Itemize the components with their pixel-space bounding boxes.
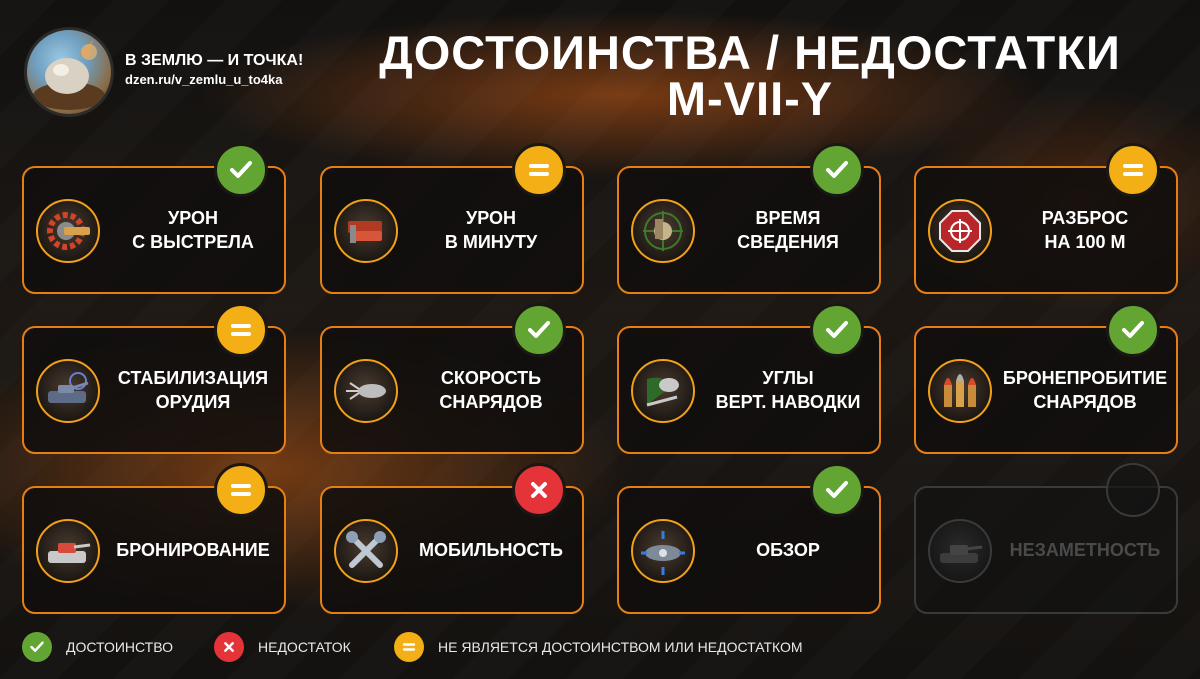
armor-icon [36,519,100,583]
check-icon [230,161,252,178]
cross-icon [214,632,244,662]
brand-url: dzen.ru/v_zemlu_u_to4ka [125,72,283,87]
check-icon [826,481,848,498]
card-label: ВРЕМЯ СВЕДЕНИЯ [737,208,839,252]
brand-name: В ЗЕМЛЮ — И ТОЧКА! [125,52,304,69]
legend-neutral: НЕ ЯВЛЯЕТСЯ ДОСТОИНСТВОМ ИЛИ НЕДОСТАТКОМ [394,632,803,662]
damage-per-minute-icon [334,199,398,263]
card-penetration: БРОНЕПРОБИТИЕ СНАРЯДОВ [914,326,1178,454]
penetration-icon [928,359,992,423]
card-label: УРОН В МИНУТУ [444,208,538,252]
equals-icon [1123,164,1143,176]
equals-icon [231,324,251,336]
card-label: ОБЗОР [756,540,820,560]
card-label: БРОНИРОВАНИЕ [116,540,270,560]
card-label: МОБИЛЬНОСТЬ [419,540,563,560]
cross-icon [531,482,547,498]
check-icon [826,321,848,338]
card-label: УГЛЫ ВЕРТ. НАВОДКИ [715,368,861,412]
status-badge-advantage [512,303,566,357]
card-shell-velocity: СКОРОСТЬ СНАРЯДОВ [320,326,584,454]
status-badge-neutral [1106,143,1160,197]
status-badge-advantage [810,463,864,517]
aiming-time-icon [631,199,695,263]
card-mobility: МОБИЛЬНОСТЬ [320,486,584,614]
card-label: СТАБИЛИЗАЦИЯ ОРУДИЯ [117,368,269,412]
equals-icon [231,484,251,496]
status-badge-neutral [214,463,268,517]
check-icon [528,321,550,338]
status-badge-neutral [512,143,566,197]
concealment-icon [928,519,992,583]
equals-icon [529,164,549,176]
brand-block: В ЗЕМЛЮ — И ТОЧКА! dzen.ru/v_zemlu_u_to4… [24,27,354,122]
card-label: УРОН С ВЫСТРЕЛА [132,208,254,252]
status-badge-advantage [214,143,268,197]
card-label: РАЗБРОС НА 100 М [1041,208,1129,252]
page-title: ДОСТОИНСТВА / НЕДОСТАТКИ M-VII-Y [330,26,1170,125]
check-icon [22,632,52,662]
legend-text: НЕДОСТАТОК [258,639,351,655]
equals-icon [394,632,424,662]
status-badge-advantage [810,143,864,197]
legend-advantage: ДОСТОИНСТВО [22,632,173,662]
legend-text: НЕ ЯВЛЯЕТСЯ ДОСТОИНСТВОМ ИЛИ НЕДОСТАТКОМ [438,639,803,655]
dispersion-icon [928,199,992,263]
avatar [24,27,114,117]
damage-per-shot-icon [36,199,100,263]
card-label: СКОРОСТЬ СНАРЯДОВ [439,368,543,412]
title-line-1: ДОСТОИНСТВА / НЕДОСТАТКИ [379,26,1121,79]
check-icon [826,161,848,178]
card-label: НЕЗАМЕТНОСТЬ [1009,540,1161,560]
status-badge-neutral [214,303,268,357]
gun-stabilization-icon [36,359,100,423]
shell-velocity-icon [334,359,398,423]
card-aiming-time: ВРЕМЯ СВЕДЕНИЯ [617,166,881,294]
mobility-icon [334,519,398,583]
gun-depression-icon [631,359,695,423]
status-badge-advantage [1106,303,1160,357]
card-label: БРОНЕПРОБИТИЕ СНАРЯДОВ [1002,368,1168,412]
check-icon [1122,321,1144,338]
status-badge-advantage [810,303,864,357]
status-badge-none [1106,463,1160,517]
title-line-2: M-VII-Y [666,72,834,125]
card-armor: БРОНИРОВАНИЕ [22,486,286,614]
legend-disadvantage: НЕДОСТАТОК [214,632,351,662]
legend-text: ДОСТОИНСТВО [66,639,173,655]
card-damage-per-shot: УРОН С ВЫСТРЕЛА [22,166,286,294]
status-badge-disadvantage [512,463,566,517]
view-range-icon [631,519,695,583]
